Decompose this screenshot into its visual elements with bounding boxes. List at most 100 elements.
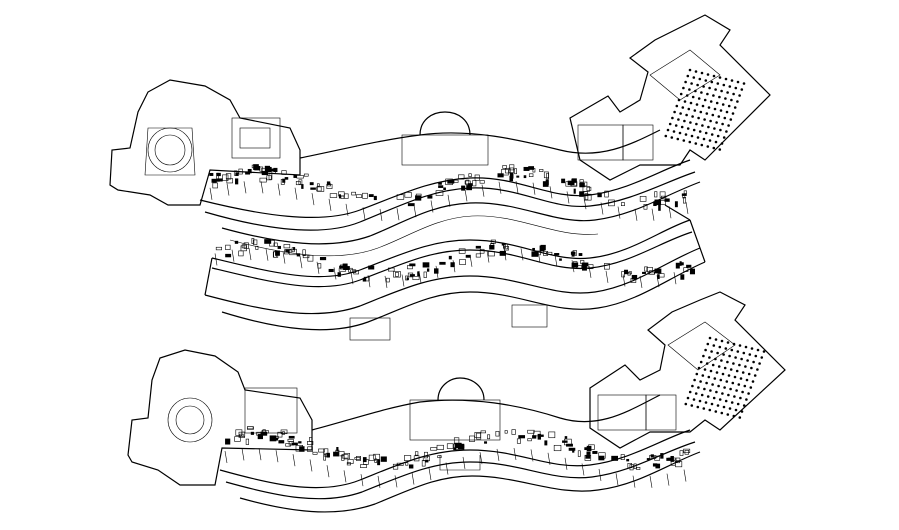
furniture-item	[467, 183, 473, 186]
furniture-item	[505, 168, 511, 174]
seat-mark	[758, 362, 761, 365]
seat-mark	[732, 362, 735, 365]
seat-mark	[675, 104, 679, 108]
seat-mark	[685, 94, 689, 97]
furniture-item	[661, 195, 667, 200]
partition-wall	[333, 267, 337, 280]
furniture-item	[453, 179, 459, 183]
upper-curve-wall-a	[199, 159, 691, 218]
furniture-item	[356, 456, 361, 461]
furniture-item	[301, 184, 304, 189]
seat-mark	[708, 336, 712, 340]
seat-mark	[739, 377, 743, 380]
partition-wall	[588, 265, 592, 278]
furniture-item	[414, 451, 419, 456]
furniture-item	[430, 447, 438, 451]
seat-mark	[706, 92, 709, 96]
seat-mark	[734, 86, 738, 90]
furniture-item	[542, 181, 549, 187]
seat-mark	[688, 68, 692, 72]
seat-mark	[712, 344, 716, 347]
seat-mark	[727, 393, 730, 397]
furniture-item	[351, 191, 357, 196]
furniture-item	[241, 244, 247, 249]
seat-mark	[752, 360, 755, 364]
seat-mark	[676, 137, 680, 141]
seat-mark	[726, 341, 730, 344]
furniture-item	[274, 437, 279, 441]
furniture-item	[362, 457, 367, 463]
upper-curve-outer-edge	[229, 215, 599, 257]
furniture-item	[573, 188, 576, 194]
lower-floor-plan	[127, 291, 786, 513]
seat-mark	[742, 82, 746, 85]
furniture-item	[343, 266, 350, 270]
partition-wall	[311, 193, 315, 206]
furniture-item	[474, 432, 481, 438]
furniture-item	[423, 271, 427, 278]
seat-mark	[664, 134, 668, 138]
seat-mark	[712, 74, 716, 78]
middle-curve-wall-a	[211, 231, 693, 288]
seat-mark	[732, 92, 735, 96]
seat-mark	[734, 408, 738, 412]
seat-mark	[724, 347, 728, 350]
furniture-item	[465, 179, 470, 186]
seat-mark	[730, 79, 734, 82]
furniture-item	[443, 187, 446, 191]
seat-mark	[741, 371, 745, 374]
seat-mark	[694, 89, 697, 93]
furniture-item	[409, 263, 416, 267]
partition-wall	[634, 208, 638, 221]
seat-mark	[685, 113, 688, 117]
seat-mark	[721, 392, 724, 395]
lower-left-wing-outline	[127, 349, 313, 486]
furniture-item	[684, 450, 690, 455]
partition-wall	[299, 256, 303, 269]
furniture-item	[288, 435, 295, 439]
partition-wall	[396, 208, 400, 221]
partition-wall	[377, 475, 381, 488]
furniture-item	[465, 254, 471, 258]
furniture-item	[424, 451, 428, 459]
furniture-item	[582, 265, 587, 271]
seat-mark	[754, 354, 758, 358]
furniture-item	[584, 193, 589, 200]
partition-wall	[309, 459, 313, 472]
seat-mark	[735, 369, 739, 373]
furniture-item	[528, 166, 535, 170]
seat-mark	[697, 366, 701, 370]
seat-mark	[704, 401, 708, 404]
seat-mark	[684, 133, 688, 136]
seat-mark	[682, 86, 685, 90]
furniture-item	[643, 204, 648, 210]
furniture-item	[326, 452, 330, 458]
furniture-item	[660, 453, 664, 459]
partition-wall	[481, 184, 485, 197]
furniture-item	[373, 195, 377, 201]
furniture-item	[447, 179, 455, 184]
seat-mark	[733, 375, 737, 379]
furniture-item	[295, 181, 301, 186]
seat-mark	[742, 404, 746, 407]
furniture-item	[631, 274, 638, 280]
furniture-item	[649, 455, 657, 459]
furniture-item	[580, 181, 588, 187]
furniture-item	[303, 173, 309, 177]
seat-mark	[720, 142, 724, 145]
furniture-item	[409, 274, 415, 277]
furniture-item	[654, 268, 662, 274]
seat-mark	[716, 404, 720, 407]
partition-wall	[464, 189, 468, 202]
furniture-item	[254, 166, 261, 171]
furniture-item	[539, 169, 544, 172]
seat-mark	[750, 347, 754, 350]
partition-wall	[496, 448, 500, 462]
furniture-item	[535, 250, 541, 256]
seat-mark	[726, 413, 730, 416]
seat-mark	[704, 79, 708, 82]
furniture-item	[323, 454, 326, 461]
furniture-item	[225, 173, 232, 180]
seat-mark	[674, 124, 678, 127]
partition-wall	[294, 187, 298, 200]
